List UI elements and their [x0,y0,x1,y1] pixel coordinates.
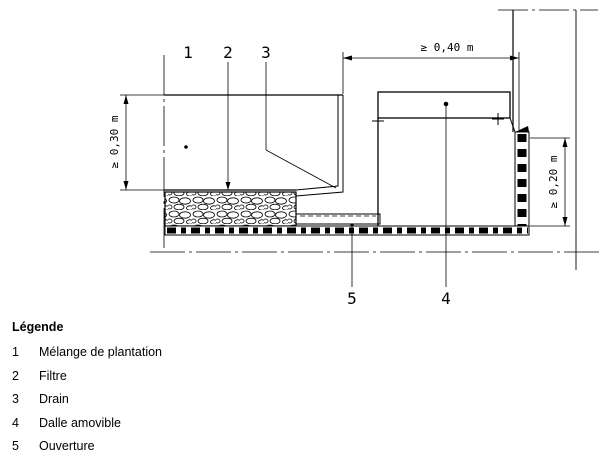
legend-item-text: Drain [39,392,69,406]
dimension-width-label: ≥ 0,40 m [421,41,474,54]
callout-1: 1 [183,43,193,62]
legend: Légende 1 Mélange de plantation 2 Filtre… [12,320,602,463]
callout-5: 5 [347,289,357,308]
legend-title: Légende [12,320,64,334]
legend-item: 3 Drain [12,392,602,416]
center-lines [150,55,602,253]
legend-item-number: 5 [12,439,19,453]
legend-item: 2 Filtre [12,369,602,393]
legend-item-number: 3 [12,392,19,406]
callout-2: 2 [223,43,233,62]
removable-slab [372,91,516,226]
legend-item-text: Ouverture [39,439,95,453]
dimension-width [342,52,520,130]
legend-item: 5 Ouverture [12,439,602,463]
legend-item-text: Mélange de plantation [39,345,163,359]
dimension-height-right-label: ≥ 0,20 m [547,155,560,208]
leader-points [184,145,354,227]
dimension-height-right [530,137,570,227]
legend-item-text: Dalle amovible [39,415,121,430]
legend-item: 1 Mélange de plantation [12,345,602,369]
legend-item: 4 Dalle amovible [12,416,602,440]
technical-section-diagram: ≥ 0,40 m ≥ 0,30 m ≥ 0,20 m 1 2 3 5 4 [108,9,602,308]
dimension-height-left [120,94,164,191]
callout-4: 4 [441,289,451,308]
planting-mixture [164,94,344,197]
dimension-height-left-label: ≥ 0,30 m [108,115,121,168]
right-insulation [514,126,530,236]
legend-item-text: Filtre [39,368,67,383]
legend-item-number: 2 [12,368,19,383]
bottom-protection-layer [164,225,530,236]
drain [295,213,381,225]
callout-3: 3 [261,43,271,62]
wall-lines [498,9,598,270]
legend-item-number: 1 [12,345,19,359]
leader-lines [227,62,447,287]
filter-gravel-layer [164,191,297,227]
legend-item-number: 4 [12,415,19,430]
